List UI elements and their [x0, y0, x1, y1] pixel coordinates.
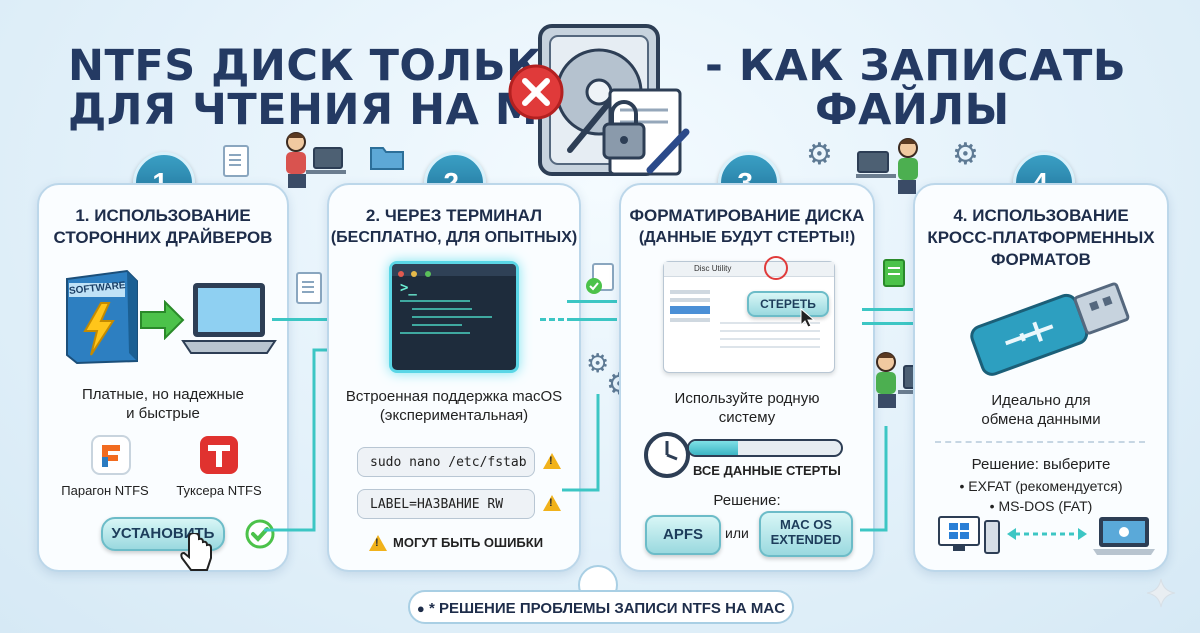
- window-title: Disc Utility: [664, 262, 834, 277]
- card-description: систему: [718, 409, 776, 426]
- progress-label: ВСЕ ДАННЫЕ СТЕРТЫ: [693, 463, 841, 478]
- step-card-drivers: 1. ИСПОЛЬЗОВАНИЕ СТОРОННИХ ДРАЙВЕРОВ SOF…: [37, 183, 289, 572]
- format-option-exfat: • EXFAT (рекомендуется): [959, 478, 1123, 494]
- gear-icon: ⚙: [806, 138, 833, 171]
- option-label: MAC OS: [780, 517, 832, 532]
- card-description: Используйте родную: [674, 390, 820, 407]
- connector-arrow: [567, 300, 617, 303]
- card-description: Платные, но надежные: [82, 386, 244, 403]
- terminal-prompt: >_: [400, 280, 417, 296]
- format-option-fat: • MS-DOS (FAT): [989, 498, 1093, 514]
- option-apfs[interactable]: APFS: [645, 515, 721, 555]
- document-icon: [883, 259, 905, 287]
- connector-arrow: [567, 318, 617, 321]
- gear-icon: ⚙: [586, 348, 610, 378]
- tuxera-logo-icon: [200, 436, 238, 474]
- usb-drive-icon: [970, 282, 1130, 376]
- folder-icon: [370, 147, 404, 170]
- card-description: Идеально для: [991, 392, 1091, 409]
- card-description: (экспериментальная): [379, 407, 529, 424]
- laptop-icon: [181, 283, 277, 354]
- app-label-paragon: Парагон NTFS: [61, 483, 149, 498]
- title-line-3: - КАК ЗАПИСАТЬ: [705, 41, 1127, 91]
- warning-icon: [369, 535, 387, 551]
- warning-text: МОГУТ БЫТЬ ОШИБКИ: [393, 535, 544, 550]
- arrow-right-icon: [140, 300, 185, 340]
- warning-icon: [543, 495, 561, 511]
- connector-arrow: [862, 322, 914, 325]
- command-label: LABEL=НАЗВАНИЕ RW: [357, 489, 535, 519]
- erase-highlight-ring: [764, 256, 788, 280]
- transfer-arrow-icon: [1007, 528, 1087, 540]
- hand-cursor-icon: [180, 533, 212, 571]
- windows-pc-icon: [938, 516, 1000, 554]
- app-label-tuxera: Туксера NTFS: [176, 483, 262, 498]
- erase-progress-bar: [687, 439, 843, 457]
- checkmark-icon: [245, 519, 275, 549]
- card-title: ФОРМАТОВ: [991, 250, 1091, 269]
- option-label: EXTENDED: [770, 532, 842, 547]
- document-icon: [296, 272, 322, 304]
- divider: [935, 441, 1145, 443]
- card-title: 2. ЧЕРЕЗ ТЕРМИНАЛ: [365, 206, 543, 225]
- connector-arrow: [272, 318, 330, 321]
- clock-icon: [644, 432, 690, 478]
- step-card-terminal: 2. ЧЕРЕЗ ТЕРМИНАЛ (БЕСПЛАТНО, ДЛЯ ОПЫТНЫ…: [327, 183, 581, 572]
- connector-curved-arrow: [860, 426, 888, 532]
- card-title: ФОРМАТИРОВАНИЕ ДИСКА: [629, 206, 865, 225]
- card-description: и быстрые: [126, 405, 200, 422]
- document-check-icon: [586, 263, 614, 294]
- step-card-crossplatform: 4. ИСПОЛЬЗОВАНИЕ КРОСС-ПЛАТФОРМЕННЫХ ФОР…: [913, 183, 1169, 572]
- solution-label: Решение:: [713, 492, 781, 509]
- arrow-cursor-icon: [800, 307, 816, 328]
- card-title: 1. ИСПОЛЬЗОВАНИЕ: [75, 206, 251, 225]
- connector-dashed: [540, 318, 564, 321]
- hard-drive-lock-illustration: [508, 24, 690, 176]
- or-label: или: [725, 525, 749, 541]
- card-description: Встроенная поддержка macOS: [345, 388, 563, 405]
- terminal-window: >_: [389, 261, 519, 373]
- gear-icon: ⚙: [952, 138, 979, 171]
- sparkle-icon: [1146, 578, 1176, 608]
- apple-icon: ●: [416, 601, 425, 616]
- paragon-logo-icon: [91, 435, 131, 475]
- card-title: (БЕСПЛАТНО, ДЛЯ ОПЫТНЫХ): [330, 229, 578, 246]
- solution-label: Решение: выберите: [971, 456, 1111, 473]
- mac-laptop-icon: [1093, 517, 1155, 555]
- software-box-icon: [66, 269, 138, 365]
- person-at-computer-icon: [286, 132, 346, 188]
- footer-text: * РЕШЕНИЕ ПРОБЛЕМЫ ЗАПИСИ NTFS НА MAC: [428, 600, 786, 617]
- connector-curved-arrow: [562, 394, 600, 492]
- card-description: обмена данными: [981, 411, 1101, 428]
- option-mac-os-extended[interactable]: MAC OS EXTENDED: [759, 511, 853, 557]
- card-title: СТОРОННИХ ДРАЙВЕРОВ: [53, 228, 273, 247]
- person-at-computer-icon: [856, 138, 918, 194]
- step-card-format: ФОРМАТИРОВАНИЕ ДИСКА (ДАННЫЕ БУДУТ СТЕРТ…: [619, 183, 875, 572]
- command-fstab: sudo nano /etc/fstab: [357, 447, 535, 477]
- footer-banner: ● * РЕШЕНИЕ ПРОБЛЕМЫ ЗАПИСИ NTFS НА MAC: [408, 590, 794, 624]
- warning-icon: [543, 453, 561, 469]
- erase-progress-fill: [689, 441, 738, 455]
- title-line-1: NTFS ДИСК ТОЛЬКО: [68, 41, 579, 91]
- card-title: 4. ИСПОЛЬЗОВАНИЕ: [953, 206, 1129, 225]
- erase-button[interactable]: СТЕРЕТЬ: [747, 291, 829, 317]
- document-icon: [223, 145, 249, 177]
- disk-utility-window: Disc Utility: [663, 261, 835, 373]
- card-title: (ДАННЫЕ БУДУТ СТЕРТЫ!): [638, 229, 856, 246]
- card-title: КРОСС-ПЛАТФОРМЕННЫХ: [927, 228, 1155, 247]
- title-line-4: ФАЙЛЫ: [815, 85, 1010, 135]
- connector-arrow: [862, 308, 914, 311]
